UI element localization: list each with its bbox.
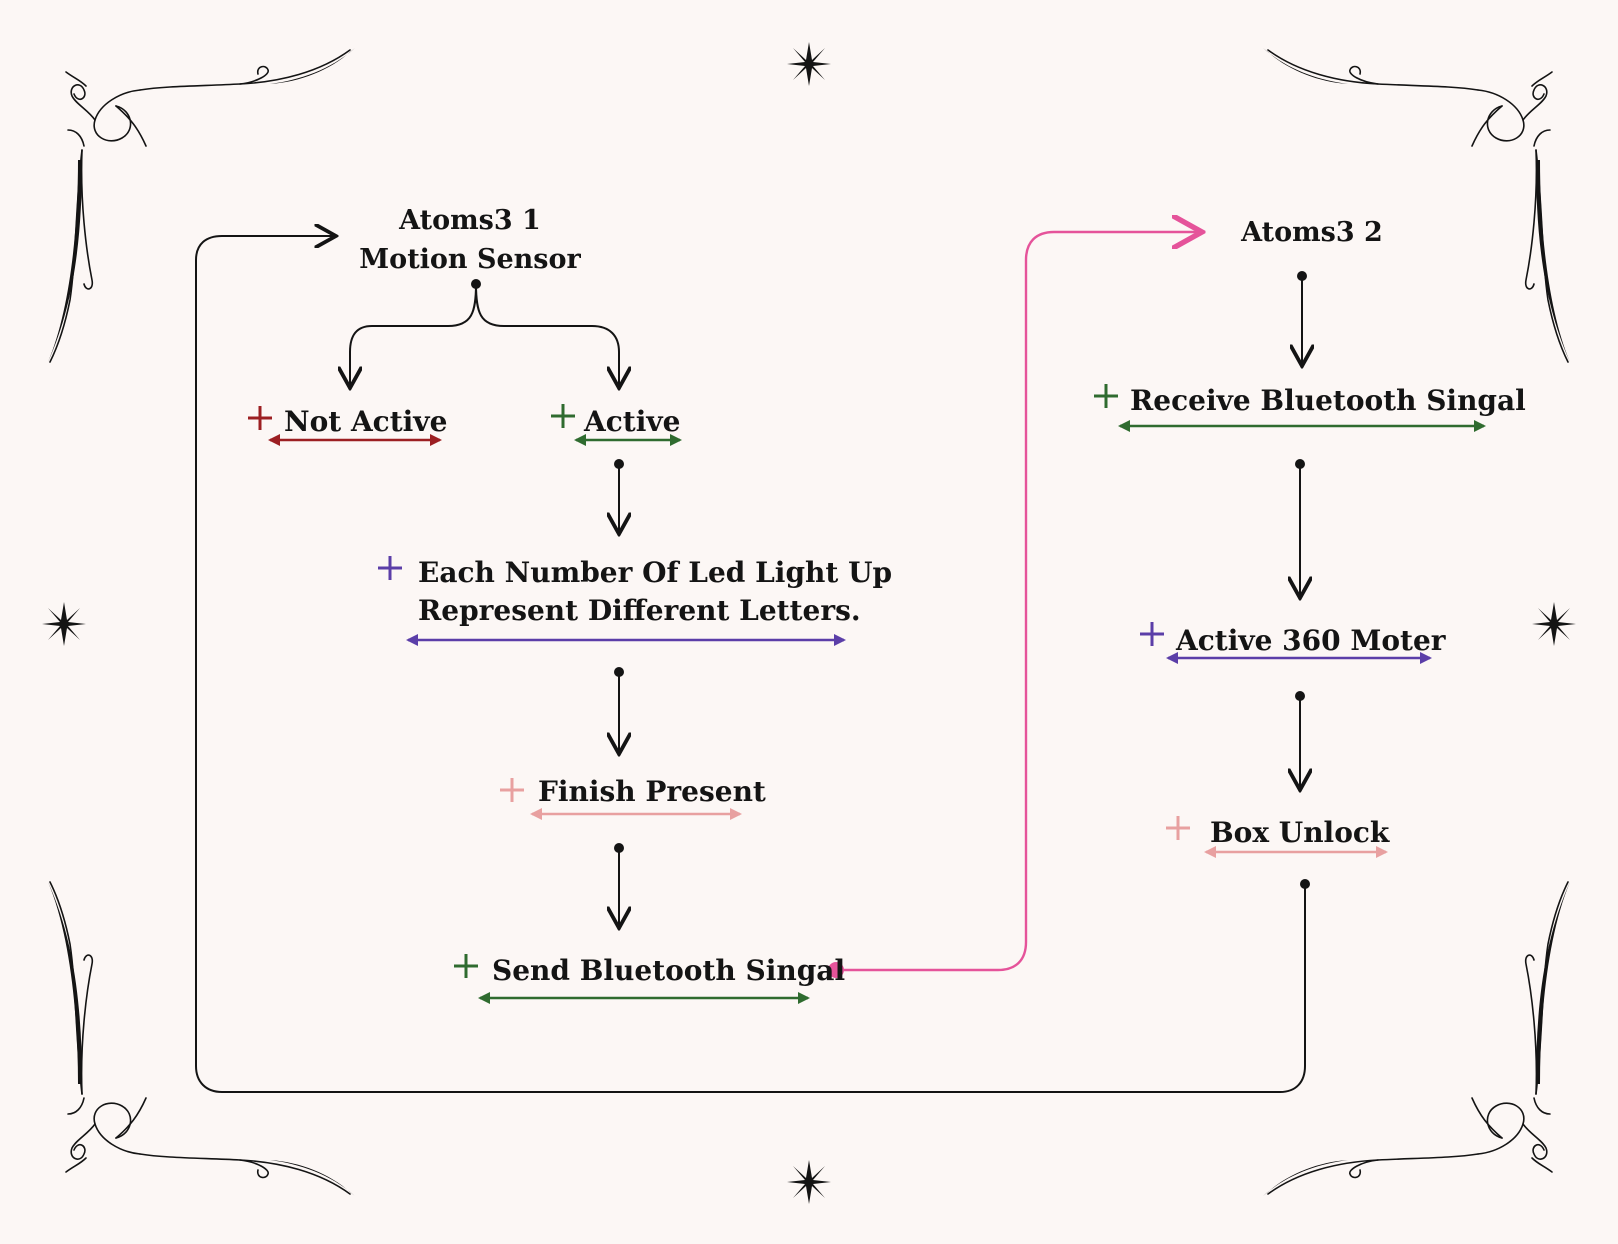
node-each-number: Each Number Of Led Light Up Represent Di… xyxy=(378,556,892,646)
underline-each-number xyxy=(406,634,846,646)
node-atoms3-1-line1: Atoms3 1 xyxy=(398,205,541,236)
underline-active xyxy=(574,434,682,446)
node-active: Active xyxy=(551,404,682,446)
node-finish-present: Finish Present xyxy=(500,775,766,820)
node-atoms3-2-label: Atoms3 2 xyxy=(1240,217,1383,248)
node-atoms3-2: Atoms3 2 xyxy=(1240,217,1383,248)
plus-icon xyxy=(378,556,402,580)
bluetooth-link-connector xyxy=(828,232,1202,978)
node-box-unlock-label: Box Unlock xyxy=(1210,816,1390,849)
plus-icon xyxy=(551,404,575,428)
underline-receive-bluetooth xyxy=(1118,420,1486,432)
underline-send-bluetooth xyxy=(478,992,810,1004)
star-top-icon xyxy=(787,42,831,86)
corner-ornament-top-left-icon xyxy=(47,47,356,363)
node-atoms3-1: Atoms3 1 Motion Sensor xyxy=(359,205,581,275)
plus-icon xyxy=(500,778,524,802)
node-receive-bluetooth: Receive Bluetooth Singal xyxy=(1094,384,1526,432)
plus-icon xyxy=(1140,622,1164,646)
plus-icon xyxy=(1094,384,1118,408)
corner-ornament-bottom-right-icon xyxy=(1262,881,1571,1197)
underline-box-unlock xyxy=(1204,846,1388,858)
node-atoms3-1-line2: Motion Sensor xyxy=(359,244,581,275)
node-each-number-line1: Each Number Of Led Light Up xyxy=(418,556,892,589)
node-active-360-label: Active 360 Moter xyxy=(1175,624,1447,657)
underline-active-360 xyxy=(1166,652,1432,664)
plus-icon xyxy=(1166,816,1190,840)
node-not-active: Not Active xyxy=(248,405,447,446)
corner-ornament-top-right-icon xyxy=(1262,47,1571,363)
plus-icon xyxy=(248,406,272,430)
plus-icon xyxy=(454,954,478,978)
connector-group-left xyxy=(195,236,1310,1093)
star-left-icon xyxy=(42,602,86,646)
node-active-360: Active 360 Moter xyxy=(1140,622,1447,664)
star-right-icon xyxy=(1532,602,1576,646)
underline-finish-present xyxy=(530,808,742,820)
star-bottom-icon xyxy=(787,1160,831,1204)
node-active-label: Active xyxy=(583,405,680,438)
node-each-number-line2: Represent Different Letters. xyxy=(418,594,861,627)
corner-ornament-bottom-left-icon xyxy=(47,881,356,1197)
node-not-active-label: Not Active xyxy=(284,405,447,438)
node-send-bluetooth: Send Bluetooth Singal xyxy=(454,954,845,1004)
node-send-bluetooth-label: Send Bluetooth Singal xyxy=(492,954,845,987)
connector-group-right xyxy=(1295,271,1307,790)
underline-not-active xyxy=(268,434,442,446)
node-finish-present-label: Finish Present xyxy=(538,775,766,808)
node-receive-bluetooth-label: Receive Bluetooth Singal xyxy=(1130,384,1526,417)
node-box-unlock: Box Unlock xyxy=(1166,816,1390,858)
